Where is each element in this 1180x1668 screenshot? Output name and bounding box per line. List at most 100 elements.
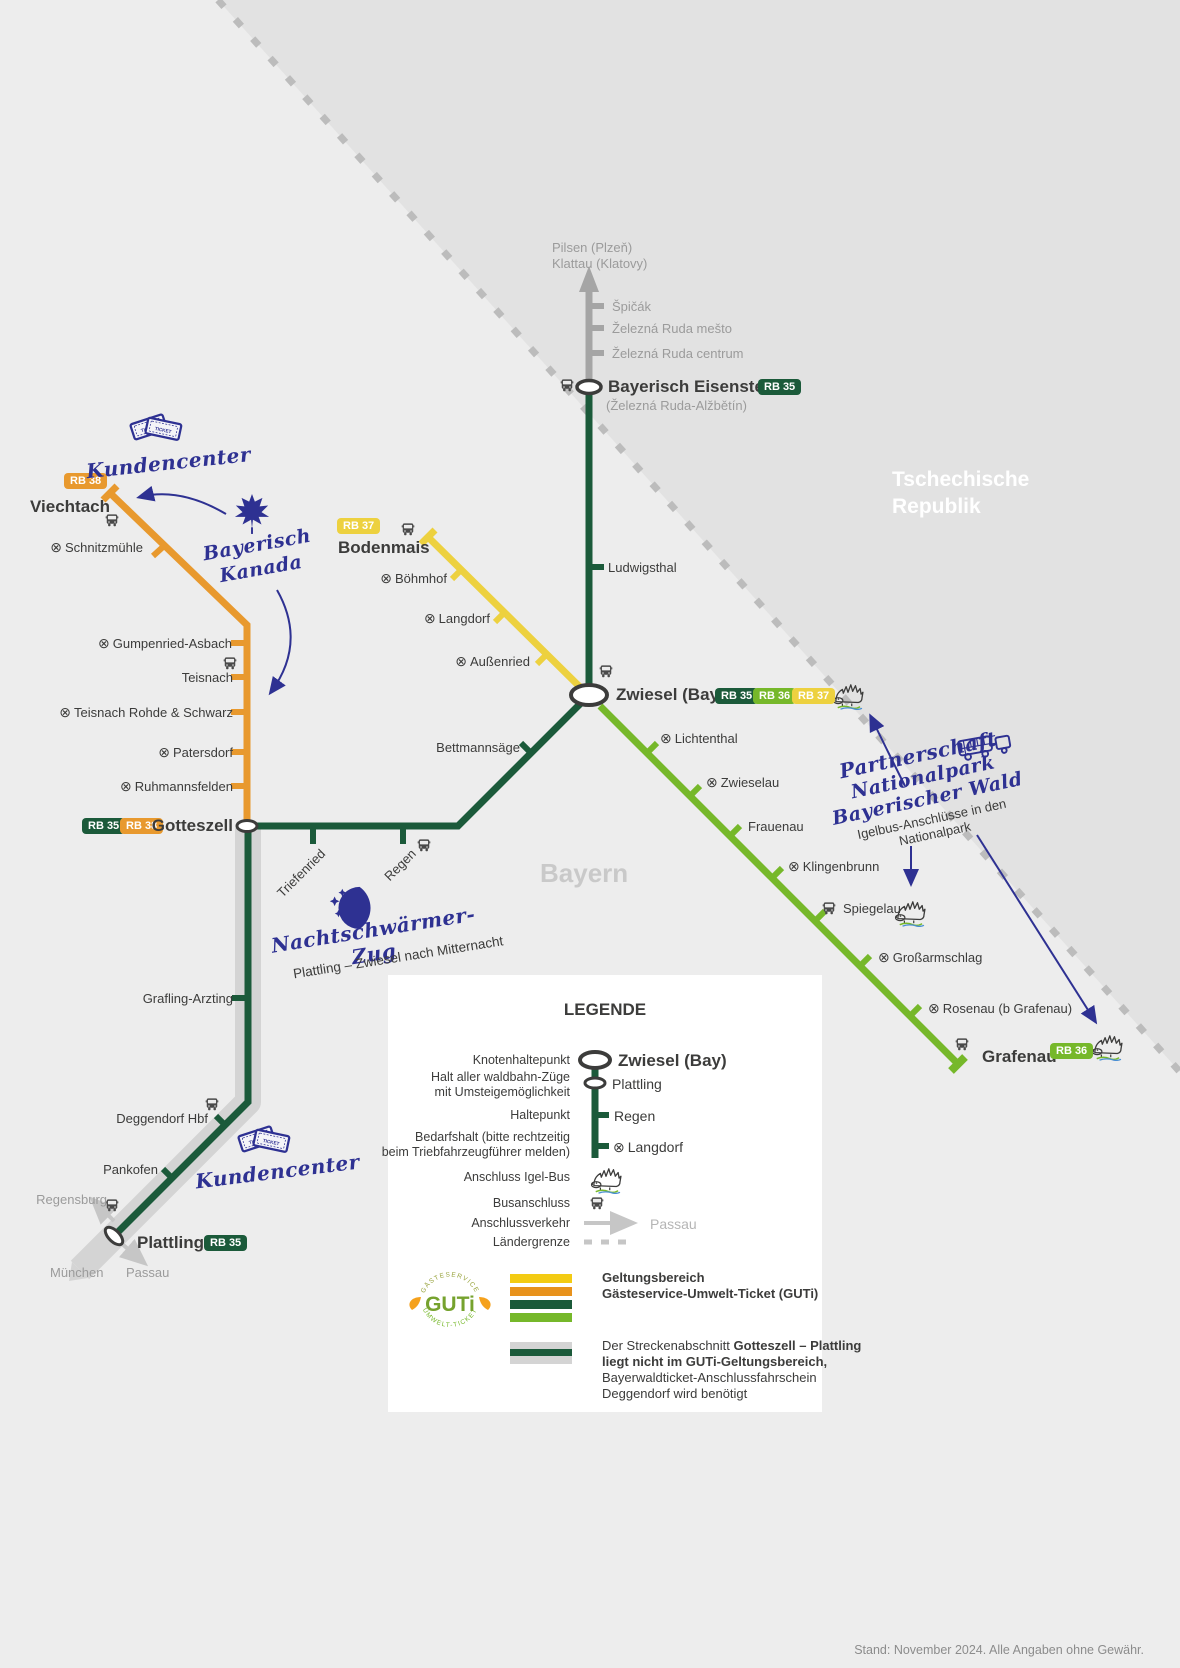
legend-exclusion-pre: Der Streckenabschnitt — [602, 1338, 734, 1353]
line-badge-rb35: RB 35 — [715, 688, 759, 704]
legend-box — [388, 975, 822, 1412]
line-rb37 — [418, 527, 587, 694]
line-badge-rb35: RB 35 — [204, 1235, 248, 1251]
station-schnitzmuehle: ⊗Schnitzmühle — [50, 539, 143, 556]
request-stop-icon: ⊗ — [878, 949, 890, 965]
bus-icon — [205, 1098, 219, 1111]
legend-exclusion-bold1: Gotteszell – Plattling — [733, 1338, 862, 1353]
station-bettmannsaege: Bettmannsäge — [436, 740, 520, 755]
station-label-klingenbrunn: Klingenbrunn — [802, 859, 880, 874]
station-label-ruhmannsfelden: Ruhmannsfelden — [134, 779, 233, 794]
bus-icon — [105, 1199, 119, 1212]
station-aussenried: ⊗Außenried — [455, 653, 530, 670]
station-klingenbrunn: ⊗Klingenbrunn — [788, 859, 880, 875]
footer-note: Stand: November 2024. Alle Angaben ohne … — [854, 1643, 1144, 1657]
station-label-bodenmais: Bodenmais — [338, 538, 430, 557]
station-label-bayerisch-eisenstein: Bayerisch Eisenstein — [608, 377, 780, 396]
country-border-dashed-line — [215, 0, 1180, 1075]
station-label-bettmannsaege: Bettmannsäge — [436, 740, 520, 755]
line-rb38 — [100, 483, 251, 826]
station-label-grafling: Grafling-Arzting — [142, 991, 233, 1006]
legend-graphics — [510, 1050, 638, 1364]
station-label-deggendorf: Deggendorf Hbf — [116, 1111, 208, 1126]
station-label-viechtach: Viechtach — [30, 497, 111, 516]
station-label-patersdorf: Patersdorf — [173, 745, 233, 760]
legend-example-regen: Regen — [614, 1108, 656, 1124]
line-badge-rb36: RB 36 — [1050, 1043, 1094, 1059]
station-langdorf: ⊗Langdorf — [423, 610, 490, 627]
line-rb35 — [113, 387, 604, 1237]
station-label-grafenau: Grafenau — [982, 1047, 1057, 1066]
request-stop-icon: ⊗ — [158, 744, 171, 760]
bus-icon — [599, 665, 613, 678]
line-badge-rb35: RB 35 — [82, 818, 126, 834]
bus-icon — [223, 657, 237, 670]
request-stop-icon: ⊗ — [613, 1139, 625, 1155]
station-label-aussenried: Außenried — [470, 654, 530, 669]
line-badge-rb38: RB 38 — [64, 473, 108, 489]
station-frauenau: Frauenau — [748, 819, 804, 834]
station-lichtenthal: ⊗Lichtenthal — [660, 730, 738, 747]
request-stop-icon: ⊗ — [423, 610, 436, 626]
line-czech-connection — [579, 266, 604, 387]
hedgehog-icon — [1091, 1035, 1123, 1061]
station-label-ludwigsthal: Ludwigsthal — [608, 560, 677, 575]
station-label-lichtenthal: Lichtenthal — [674, 731, 738, 746]
station-label-boehmhof: Böhmhof — [394, 571, 447, 586]
legend-label-busanschluss: Busanschluss — [492, 1196, 570, 1210]
station-rosenau: ⊗Rosenau (b Grafenau) — [928, 1000, 1072, 1017]
station-label-grossarmschlag: Großarmschlag — [892, 950, 983, 965]
station-label-schnitzmuehle: Schnitzmühle — [64, 540, 143, 555]
direction-pilsen: Pilsen (Plzeň) — [552, 240, 633, 255]
region-label-bavaria: Bayern — [540, 858, 629, 888]
legend-label-igelbus: Anschluss Igel-Bus — [463, 1170, 570, 1184]
tickets-icon — [237, 1125, 291, 1154]
station-teisnach-rohde: ⊗Teisnach Rohde & Schwarz — [59, 704, 233, 721]
station-zwieselau: ⊗Zwieselau — [706, 775, 780, 791]
line-badge-rb37: RB 37 — [792, 688, 836, 704]
legend-label-laendergrenze: Ländergrenze — [492, 1235, 570, 1249]
legend-example-passau: Passau — [650, 1216, 697, 1232]
guti-exclusion-band — [69, 828, 261, 1281]
line-badge-rb35: RB 35 — [758, 379, 802, 395]
station-teisnach: Teisnach — [182, 670, 233, 685]
station-boehmhof: ⊗Böhmhof — [380, 571, 447, 587]
legend-example-langdorf: ⊗Langdorf — [613, 1139, 683, 1156]
direction-regensburg: Regensburg — [36, 1192, 107, 1207]
bus-icon — [401, 523, 415, 536]
legend-label-anschlussverkehr: Anschlussverkehr — [471, 1216, 570, 1230]
direction-muenchen: München — [50, 1265, 104, 1280]
line-badge-rb38: RB 38 — [120, 818, 164, 834]
legend-exclusion-line1: Der Streckenabschnitt Gotteszell – Platt… — [602, 1338, 861, 1354]
tickets-icon — [129, 413, 183, 442]
node-bayerisch-eisenstein — [575, 378, 603, 396]
request-stop-icon: ⊗ — [928, 1000, 940, 1016]
legend-label-knotenhaltepunkt: Knotenhaltepunkt — [472, 1053, 570, 1067]
station-ruhmannsfelden: ⊗Ruhmannsfelden — [120, 779, 233, 795]
station-label-teisnach-rohde: Teisnach Rohde & Schwarz — [74, 705, 233, 720]
request-stop-icon: ⊗ — [660, 730, 672, 746]
station-label-frauenau: Frauenau — [748, 819, 804, 834]
request-stop-icon: ⊗ — [455, 653, 468, 669]
legend-label-halt: Halt aller waldbahn-Züge mit Umsteigemög… — [431, 1070, 570, 1099]
legend-exclusion-line3: Bayerwaldticket-Anschlussfahrschein — [602, 1370, 817, 1385]
station-label-zwieselau: Zwieselau — [720, 775, 780, 790]
line-rb36 — [597, 703, 968, 1074]
station-label-gotteszell: Gotteszell — [151, 816, 233, 835]
legend-label-haltepunkt: Haltepunkt — [510, 1108, 570, 1122]
legend-guti-bold2: Gästeservice-Umwelt-Ticket (GUTi) — [602, 1286, 819, 1301]
legend-example-zwiesel: Zwiesel (Bay) — [618, 1051, 727, 1070]
node-zwiesel — [569, 683, 609, 707]
connector-arrows — [89, 1196, 149, 1267]
node-plattling — [103, 1225, 125, 1247]
station-label-gumpenried: Gumpenried-Asbach — [112, 636, 232, 651]
station-label-teisnach: Teisnach — [181, 670, 233, 685]
station-label-zwiesel: Zwiesel (Bay) — [616, 685, 725, 704]
request-stop-icon: ⊗ — [59, 704, 72, 720]
request-stop-icon: ⊗ — [50, 539, 62, 555]
direction-klattau: Klattau (Klatovy) — [552, 256, 648, 271]
station-label-plattling: Plattling — [137, 1233, 205, 1252]
station-label-zelezna-mesto: Železná Ruda mešto — [612, 321, 732, 336]
node-gotteszell — [235, 819, 259, 833]
